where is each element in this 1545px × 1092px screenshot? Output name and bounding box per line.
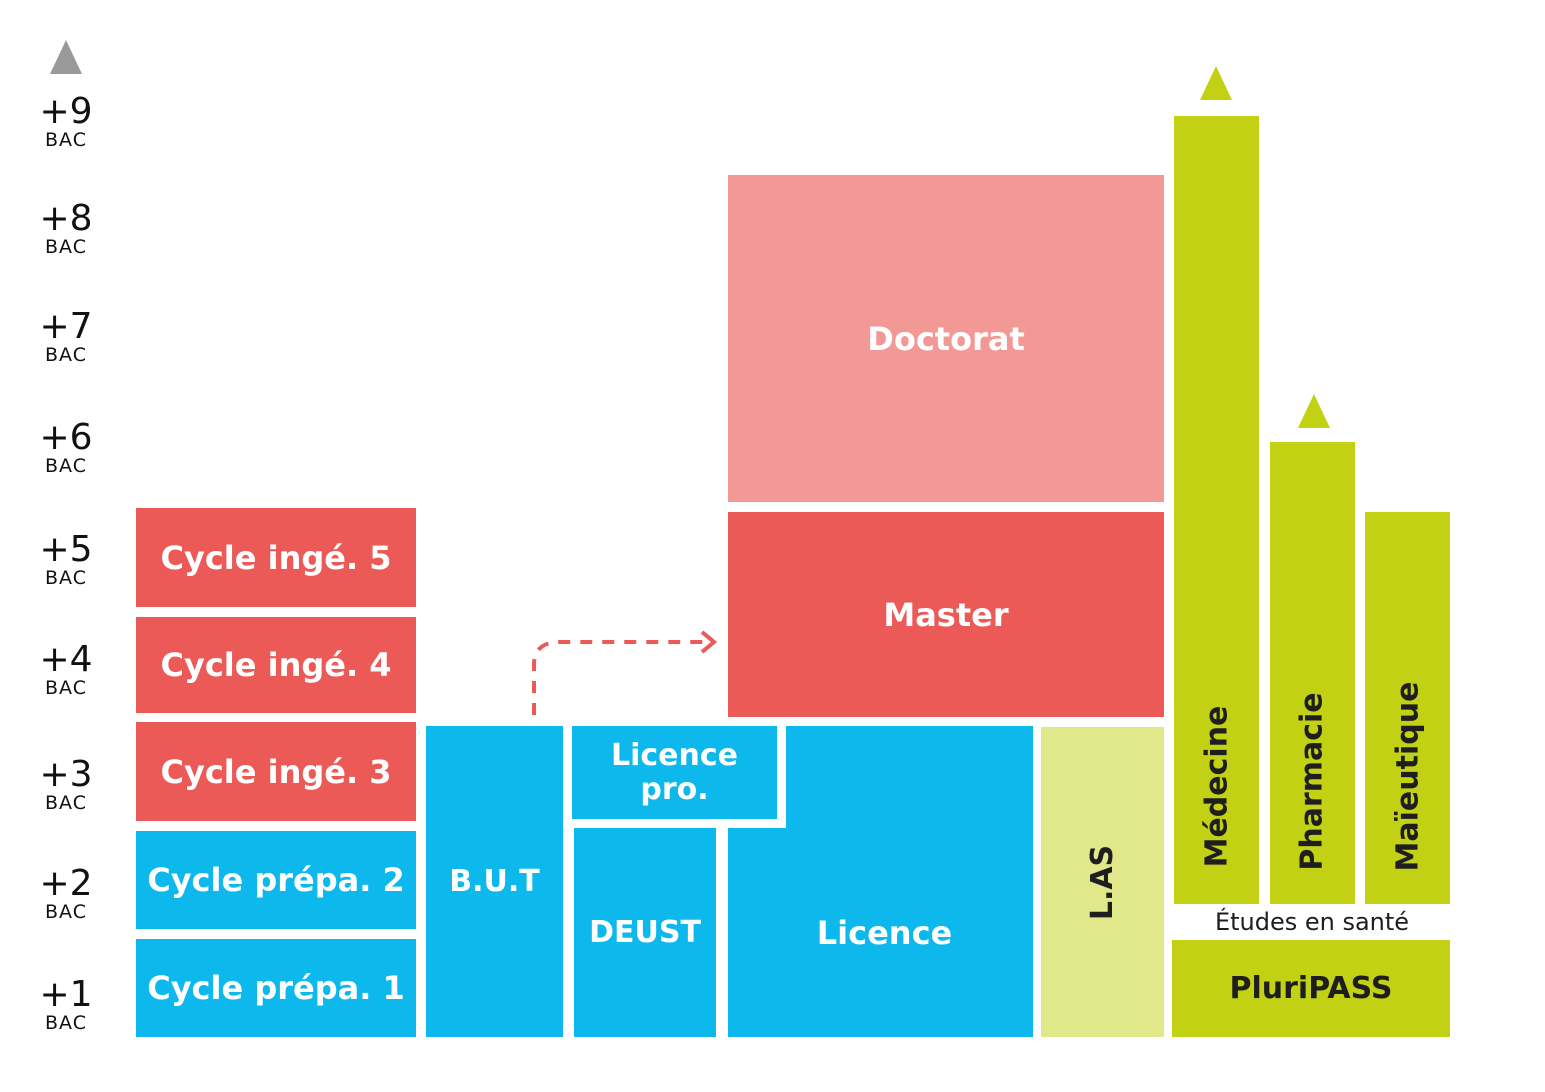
- but-label: B.U.T: [449, 864, 540, 899]
- level-label-bac-8: +8 BAC: [30, 198, 102, 258]
- doctorat-label: Doctorat: [867, 319, 1025, 358]
- pluripass-label: PluriPASS: [1229, 971, 1393, 1006]
- level-bac: BAC: [45, 1012, 87, 1034]
- level-bac: BAC: [45, 129, 87, 151]
- medecine-label: Médecine: [1199, 705, 1235, 868]
- licence-label: Licence: [816, 913, 953, 952]
- level-number: +6: [39, 417, 93, 458]
- level-label-bac-7: +7 BAC: [30, 306, 102, 366]
- level-bac: BAC: [45, 677, 87, 699]
- pharmacie-block: Pharmacie: [1270, 442, 1355, 904]
- level-label-bac-1: +1 BAC: [30, 974, 102, 1034]
- licence-block: Licence: [728, 828, 1033, 1037]
- level-bac: BAC: [45, 792, 87, 814]
- pharmacie-continuation-arrow-icon: [1298, 394, 1330, 428]
- cycle-prepa-1-block: Cycle prépa. 1: [136, 939, 416, 1037]
- deust-block: DEUST: [574, 828, 716, 1037]
- master-block: Master: [728, 512, 1164, 717]
- level-number: +2: [39, 863, 93, 904]
- level-bac: BAC: [45, 567, 87, 589]
- but-block: B.U.T: [426, 726, 563, 1037]
- axis-up-arrow-icon: [50, 40, 82, 74]
- but-to-master-dashed-arrow-icon: [532, 630, 718, 715]
- licence-pro-label: Licence pro.: [610, 737, 739, 807]
- pluripass-block: PluriPASS: [1172, 940, 1450, 1037]
- health-studies-caption: Études en santé: [1214, 908, 1410, 936]
- medecine-block: Médecine: [1174, 116, 1259, 904]
- level-label-bac-2: +2 BAC: [30, 863, 102, 923]
- las-block: L.AS: [1041, 727, 1164, 1037]
- level-number: +1: [39, 974, 93, 1015]
- level-number: +3: [39, 754, 93, 795]
- level-number: +9: [39, 91, 93, 132]
- cycle-prepa-2-block: Cycle prépa. 2: [136, 831, 416, 929]
- maieutique-label: Maïeutique: [1390, 681, 1426, 872]
- licence-pro-block: Licence pro.: [572, 726, 777, 819]
- level-number: +5: [39, 529, 93, 570]
- level-label-bac-3: +3 BAC: [30, 754, 102, 814]
- level-label-bac-4: +4 BAC: [30, 639, 102, 699]
- medecine-continuation-arrow-icon: [1200, 66, 1232, 100]
- level-bac: BAC: [45, 344, 87, 366]
- level-bac: BAC: [45, 901, 87, 923]
- cycle-inge-5-block: Cycle ingé. 5: [136, 508, 416, 607]
- cycle-inge-3-label: Cycle ingé. 3: [160, 752, 392, 791]
- level-number: +7: [39, 306, 93, 347]
- cycle-inge-4-label: Cycle ingé. 4: [160, 646, 392, 684]
- level-number: +8: [39, 198, 93, 239]
- cycle-inge-3-block: Cycle ingé. 3: [136, 722, 416, 821]
- level-label-bac-9: +9 BAC: [30, 91, 102, 151]
- cycle-prepa-2-label: Cycle prépa. 2: [147, 861, 405, 899]
- level-bac: BAC: [45, 236, 87, 258]
- doctorat-block: Doctorat: [728, 175, 1164, 502]
- deust-label: DEUST: [589, 915, 701, 950]
- cycle-inge-4-block: Cycle ingé. 4: [136, 617, 416, 713]
- maieutique-block: Maïeutique: [1365, 512, 1450, 904]
- master-label: Master: [883, 595, 1009, 634]
- level-label-bac-6: +6 BAC: [30, 417, 102, 477]
- level-bac: BAC: [45, 455, 87, 477]
- pharmacie-label: Pharmacie: [1295, 692, 1330, 871]
- level-number: +4: [39, 639, 93, 680]
- level-label-bac-5: +5 BAC: [30, 529, 102, 589]
- las-label: L.AS: [1085, 844, 1120, 920]
- cycle-inge-5-label: Cycle ingé. 5: [160, 538, 392, 577]
- cycle-prepa-1-label: Cycle prépa. 1: [147, 969, 405, 1007]
